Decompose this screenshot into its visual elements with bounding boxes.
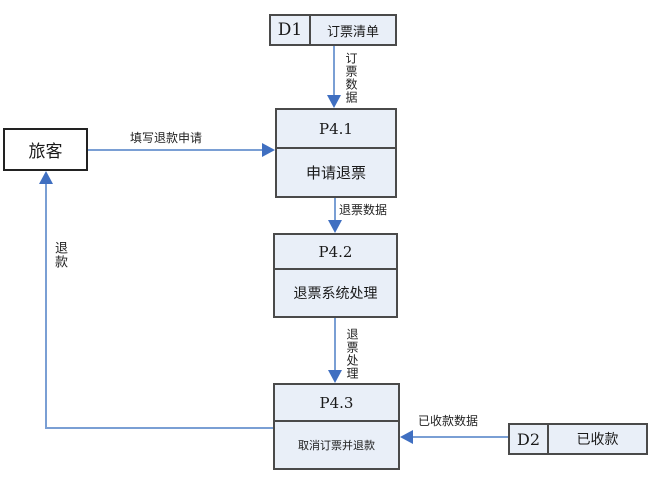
datastore-d2-id: D2 [510, 425, 549, 453]
datastore-d2: D2 已收款 [508, 423, 648, 455]
flow-passenger-to-p41-line [88, 149, 263, 151]
flow-d1-to-p41-arrowhead-icon [327, 95, 341, 108]
flow-passenger-to-p41-label: 填写退款申请 [130, 131, 203, 145]
datastore-d1: D1 订票清单 [269, 14, 397, 46]
flow-p41-to-p42-label: 退票数据 [339, 203, 388, 217]
process-p41-id: P4.1 [277, 110, 395, 149]
datastore-d1-id: D1 [271, 16, 311, 44]
flow-d2-to-p43-arrowhead-icon [400, 430, 413, 444]
flow-d2-to-p43-label: 已收款数据 [418, 414, 479, 428]
flow-p42-to-p43-arrowhead-icon [328, 370, 342, 383]
process-p42: P4.2 退票系统处理 [273, 233, 398, 318]
flow-d1-to-p41-line [333, 46, 335, 97]
flow-d2-to-p43-line [411, 436, 508, 438]
process-p43: P4.3 取消订票并退款 [273, 383, 400, 470]
process-p41-name: 申请退票 [305, 164, 366, 182]
flow-p42-to-p43-label: 退票处理 [345, 328, 359, 380]
external-entity-passenger: 旅客 [3, 128, 88, 171]
flow-p43-to-passenger-vline [45, 182, 47, 429]
flow-p42-to-p43-line [334, 318, 336, 372]
flow-p43-to-passenger-hline [45, 427, 273, 429]
flow-p43-to-passenger-arrowhead-icon [39, 171, 53, 184]
flow-p43-to-passenger-label: 退款 [52, 241, 67, 269]
process-p42-id: P4.2 [275, 235, 396, 270]
process-p42-name: 退票系统处理 [293, 286, 378, 302]
process-p43-name: 取消订票并退款 [298, 439, 375, 452]
flow-passenger-to-p41-arrowhead-icon [262, 143, 275, 157]
flow-d1-to-p41-label: 订票数据 [344, 52, 358, 104]
process-p41: P4.1 申请退票 [275, 108, 397, 198]
datastore-d2-name: 已收款 [576, 432, 619, 448]
flow-p41-to-p42-line [334, 198, 336, 222]
datastore-d1-name: 订票清单 [326, 24, 379, 40]
flow-p41-to-p42-arrowhead-icon [328, 220, 342, 233]
process-p43-id: P4.3 [275, 385, 398, 422]
